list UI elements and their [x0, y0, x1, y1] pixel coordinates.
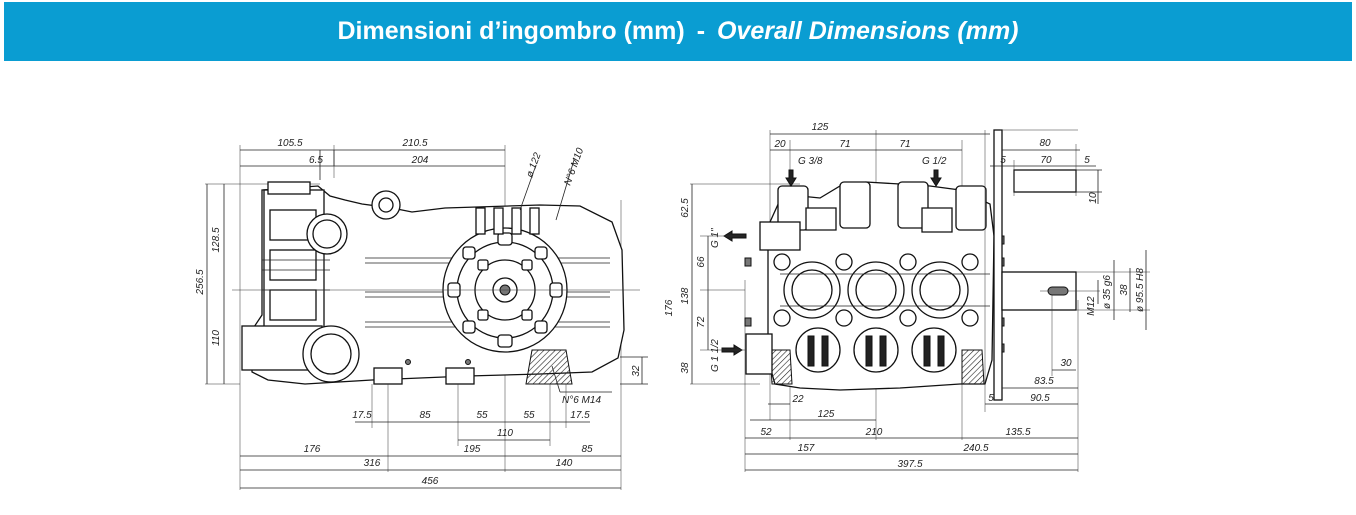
dim-72: 72 — [696, 316, 707, 328]
dim-55-right: 55 — [523, 410, 535, 421]
dim-204: 204 — [411, 155, 429, 166]
front-view: 125 20 71 71 G 3/8 G 1/2 G 1" G 1 1/2 62… — [664, 122, 1079, 472]
dim-128-5: 128.5 — [211, 227, 222, 252]
dim-70: 70 — [1040, 155, 1052, 166]
port-g-3-8: G 3/8 — [798, 156, 823, 167]
side-view: 105.5 210.5 6.5 204 ø 122 N°6 M10 N°6 M1… — [195, 138, 648, 490]
port-g-1-inch: G 1" — [710, 228, 721, 248]
dim-210: 210 — [865, 427, 883, 438]
dim-176: 176 — [304, 444, 321, 455]
dim-5-bottom: 5 — [988, 393, 994, 404]
dim-38-front: 38 — [680, 362, 691, 374]
dim-110: 110 — [211, 330, 222, 346]
dim-140: 140 — [556, 458, 573, 469]
dim-6-5: 6.5 — [309, 155, 323, 166]
dim-71-left: 71 — [839, 139, 850, 150]
dim-32: 32 — [631, 365, 642, 377]
header-title-it: Dimensioni d’ingombro (mm) — [337, 17, 685, 45]
header-title-en: Overall Dimensions (mm) — [717, 17, 1019, 45]
base-foot-section — [525, 349, 573, 385]
dim-210-5: 210.5 — [401, 138, 427, 149]
dim-30: 30 — [1060, 358, 1072, 369]
dim-397-5: 397.5 — [897, 459, 922, 470]
shaft-key-view — [1013, 169, 1077, 193]
dim-195: 195 — [464, 444, 481, 455]
dim-62-5: 62.5 — [680, 198, 691, 218]
dim-105-5: 105.5 — [277, 138, 302, 149]
dim-key-10: 10 — [1088, 192, 1099, 204]
dim-5-top-right: 5 — [1084, 155, 1090, 166]
shaft-detail: 80 5 70 5 10 ø 35 g6 38 ø 95.5 H8 M12 30… — [984, 129, 1150, 412]
dim-138: 138 — [680, 287, 691, 304]
dim-dia-95-5-h8: ø 95.5 H8 — [1135, 268, 1146, 312]
callout-m10: N°6 M10 — [562, 146, 586, 187]
dim-125-bottom: 125 — [818, 409, 835, 420]
dim-240-5: 240.5 — [962, 443, 988, 454]
dim-176-front: 176 — [664, 299, 675, 316]
callout-dia-122: ø 122 — [524, 151, 543, 179]
callout-m14: N°6 M14 — [562, 395, 601, 406]
dim-85-row1: 85 — [419, 410, 431, 421]
dim-125-top: 125 — [812, 122, 829, 133]
port-g-1-1-2: G 1 1/2 — [710, 339, 721, 372]
dim-66: 66 — [696, 256, 707, 268]
dim-m12: M12 — [1086, 296, 1097, 316]
dim-17-5-left: 17.5 — [352, 410, 372, 421]
dim-20: 20 — [773, 139, 786, 150]
dim-90-5: 90.5 — [1030, 393, 1050, 404]
header-separator: - — [696, 17, 706, 45]
dim-110-bottom: 110 — [497, 428, 513, 439]
dim-316: 316 — [364, 458, 381, 469]
port-g-1-2: G 1/2 — [922, 156, 947, 167]
dim-157: 157 — [798, 443, 815, 454]
dim-38-shaft: 38 — [1119, 284, 1130, 296]
dim-85-row3: 85 — [581, 444, 593, 455]
dim-dia-35-g6: ø 35 g6 — [1102, 275, 1113, 309]
dim-17-5-right: 17.5 — [570, 410, 590, 421]
dim-71-right: 71 — [899, 139, 910, 150]
dim-456: 456 — [422, 476, 439, 487]
dim-135-5: 135.5 — [1005, 427, 1030, 438]
dim-5-top-left: 5 — [1000, 155, 1006, 166]
header-banner: Dimensioni d’ingombro (mm) - Overall Dim… — [4, 2, 1352, 61]
dim-83-5: 83.5 — [1034, 376, 1054, 387]
dim-256-5: 256.5 — [195, 269, 206, 295]
dim-22: 22 — [791, 394, 804, 405]
mounting-flange — [993, 129, 1003, 401]
dim-55-left: 55 — [476, 410, 488, 421]
dim-52: 52 — [760, 427, 772, 438]
dim-80: 80 — [1039, 138, 1051, 149]
